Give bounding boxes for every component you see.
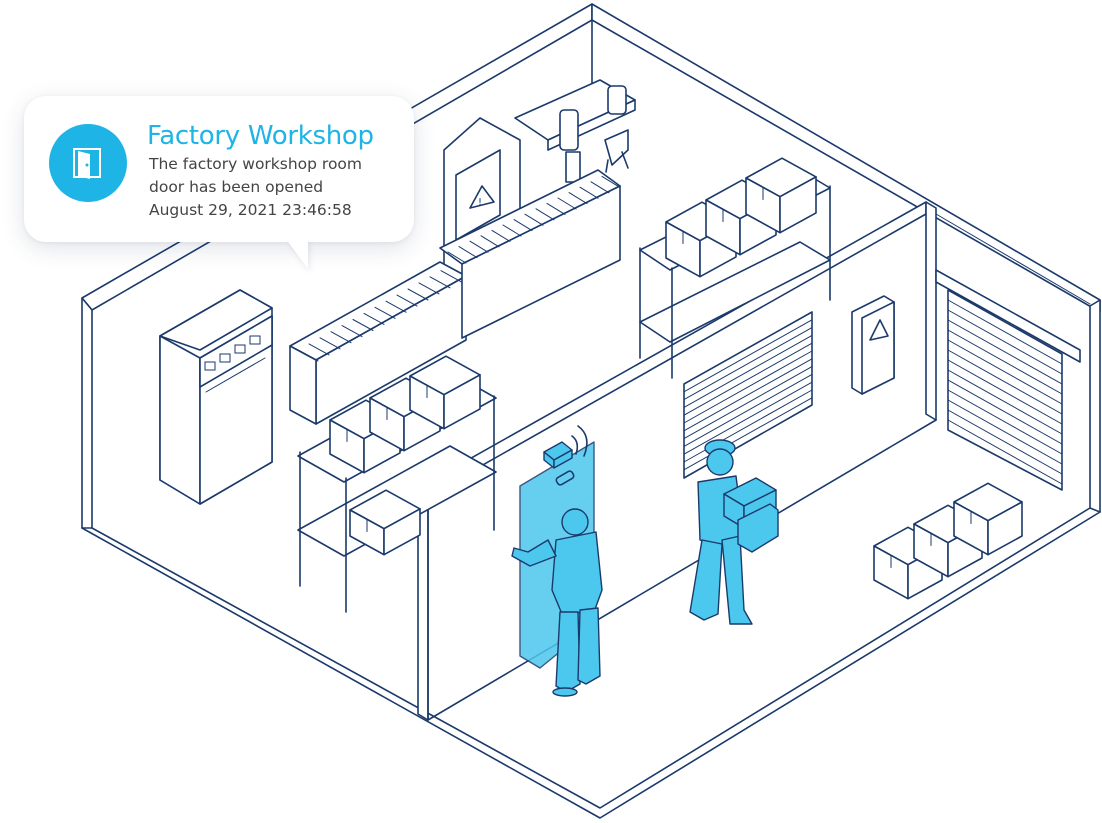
- wall-control-box: [851, 295, 895, 395]
- rolling-shutter-door: [935, 269, 1081, 491]
- roller: [469, 240, 489, 253]
- roller: [418, 282, 440, 295]
- roller: [513, 219, 533, 232]
- notification-message-line-2: door has been opened: [149, 178, 324, 196]
- vent-slat: [683, 358, 813, 432]
- door-sensor-icon: [543, 425, 588, 469]
- shutter-slat: [947, 319, 1063, 385]
- shutter-slat: [947, 349, 1063, 415]
- robot-arm: [514, 79, 636, 183]
- roller: [396, 294, 418, 307]
- shutter-slat: [947, 409, 1063, 475]
- boxes-left: [329, 355, 481, 556]
- roller: [524, 213, 544, 226]
- notification-icon-badge: [49, 124, 127, 202]
- box-side: [779, 176, 817, 234]
- vent-slat: [683, 366, 813, 440]
- vent-slat: [683, 381, 813, 455]
- roller: [590, 181, 610, 194]
- worker-carrying-boxes: [689, 439, 779, 625]
- floor-boxes: [873, 482, 1023, 600]
- roller: [557, 197, 577, 210]
- roller: [535, 208, 555, 221]
- notification-pointer: [286, 239, 308, 269]
- roller: [502, 224, 522, 237]
- shutter-slat: [947, 419, 1063, 485]
- roller: [407, 288, 429, 301]
- box-side: [443, 374, 481, 430]
- roller: [579, 186, 599, 199]
- vent-slat: [683, 350, 813, 424]
- roller: [429, 276, 451, 289]
- door-open-icon: [73, 148, 101, 179]
- shutter-slats: [947, 299, 1063, 485]
- roller: [363, 312, 385, 325]
- control-cabinet: [159, 289, 273, 505]
- boxes-right: [665, 157, 817, 278]
- notification-card[interactable]: Factory Workshop The factory workshop ro…: [24, 96, 414, 269]
- shutter-slat: [947, 379, 1063, 445]
- conveyor-rollers: [297, 175, 621, 362]
- shutter-slat: [947, 369, 1063, 435]
- roller: [308, 343, 330, 356]
- vent-slat: [683, 373, 813, 447]
- roller: [374, 306, 396, 319]
- roller: [480, 235, 500, 248]
- notification-timestamp: August 29, 2021 23:46:58: [149, 201, 352, 219]
- roller: [491, 229, 511, 242]
- roller: [352, 319, 374, 331]
- shutter-slat: [947, 309, 1063, 375]
- notification-message-line-1: The factory workshop room: [149, 155, 363, 173]
- worker-at-door: [511, 508, 603, 697]
- roller: [319, 337, 341, 350]
- shutter-slat: [947, 339, 1063, 405]
- shutter-slat: [947, 389, 1063, 455]
- roller: [447, 251, 467, 264]
- roller: [440, 270, 462, 283]
- shutter-slat: [947, 399, 1063, 465]
- roller: [568, 192, 588, 205]
- vent-slat: [683, 334, 813, 408]
- shutter-slat: [947, 359, 1063, 425]
- box-side: [383, 508, 421, 556]
- shutter-slat: [947, 299, 1063, 365]
- roller: [341, 325, 363, 338]
- vent-slat: [683, 319, 813, 393]
- roller: [297, 349, 319, 362]
- vent-slat: [683, 327, 813, 401]
- roller: [385, 300, 407, 313]
- roller: [458, 246, 478, 259]
- box-side: [987, 501, 1023, 556]
- roller: [546, 202, 566, 215]
- roller: [601, 175, 621, 188]
- notification-title: Factory Workshop: [147, 121, 374, 151]
- vent-slats: [683, 319, 813, 471]
- shutter-slat: [947, 329, 1063, 395]
- vent-slat: [683, 342, 813, 416]
- vent-slat: [683, 397, 813, 471]
- svg-text:!: !: [478, 197, 482, 208]
- roller: [330, 331, 352, 344]
